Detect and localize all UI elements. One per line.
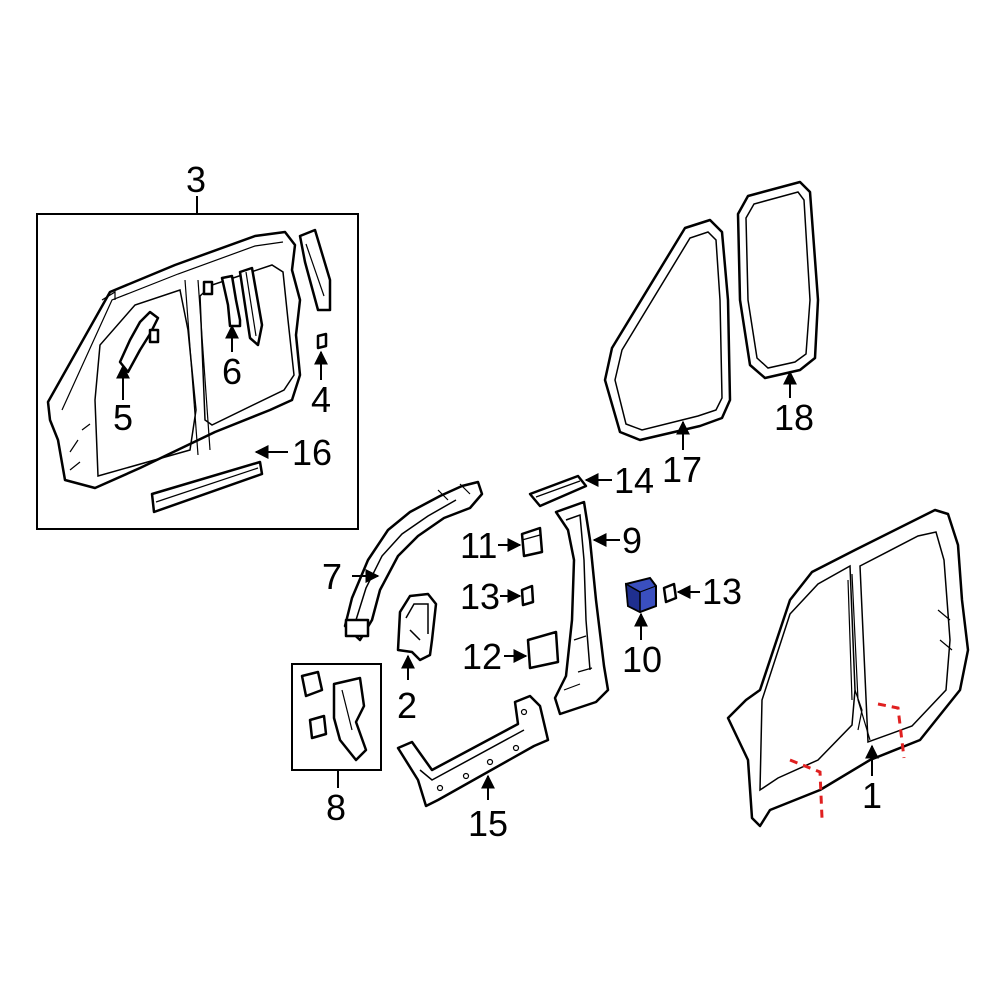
kit-box-8 [291,663,382,771]
callout-15: 15 [468,803,508,844]
callout-16: 16 [292,432,332,473]
cut-lines [789,702,906,819]
part-16-shape [150,460,264,514]
side-panel-outer-small [46,230,302,490]
part-5-shape [118,310,160,374]
callout-5: 5 [113,397,133,438]
callout-10: 10 [622,639,662,680]
callout-1: 1 [862,775,882,816]
callout-12: 12 [462,636,502,677]
part-9-shape [553,500,610,716]
assembly-group-3: 3 5 6 4 16 [36,159,359,530]
part-15-shape [396,694,550,808]
part-1-side-panel [726,508,970,828]
part-13-right-shape [662,582,678,604]
part-6-shape [202,266,264,347]
callout-2: 2 [397,685,417,726]
part-14-shape [528,474,588,508]
part-13-left-shape [520,584,535,607]
part-2-shape [396,592,438,662]
callout-8: 8 [326,787,346,828]
weatherstrip-17 [603,218,732,442]
callout-9: 9 [622,520,642,561]
part-10-highlighted[interactable] [624,576,657,614]
callout-3: 3 [186,159,206,200]
callout-18: 18 [774,397,814,438]
part-12-shape [526,630,560,670]
part-7-shape [343,480,484,642]
callout-13-right: 13 [702,571,742,612]
callout-14: 14 [614,460,654,501]
callout-17: 17 [662,449,702,490]
part-11-shape [520,526,544,558]
callout-13-left: 13 [460,576,500,617]
callout-11: 11 [460,525,497,566]
part-4-shape [298,228,332,350]
callout-7: 7 [322,556,342,597]
kit-group-8: 8 [291,663,382,828]
callout-6: 6 [222,351,242,392]
callout-4: 4 [311,379,331,420]
weatherstrip-18 [736,180,820,380]
